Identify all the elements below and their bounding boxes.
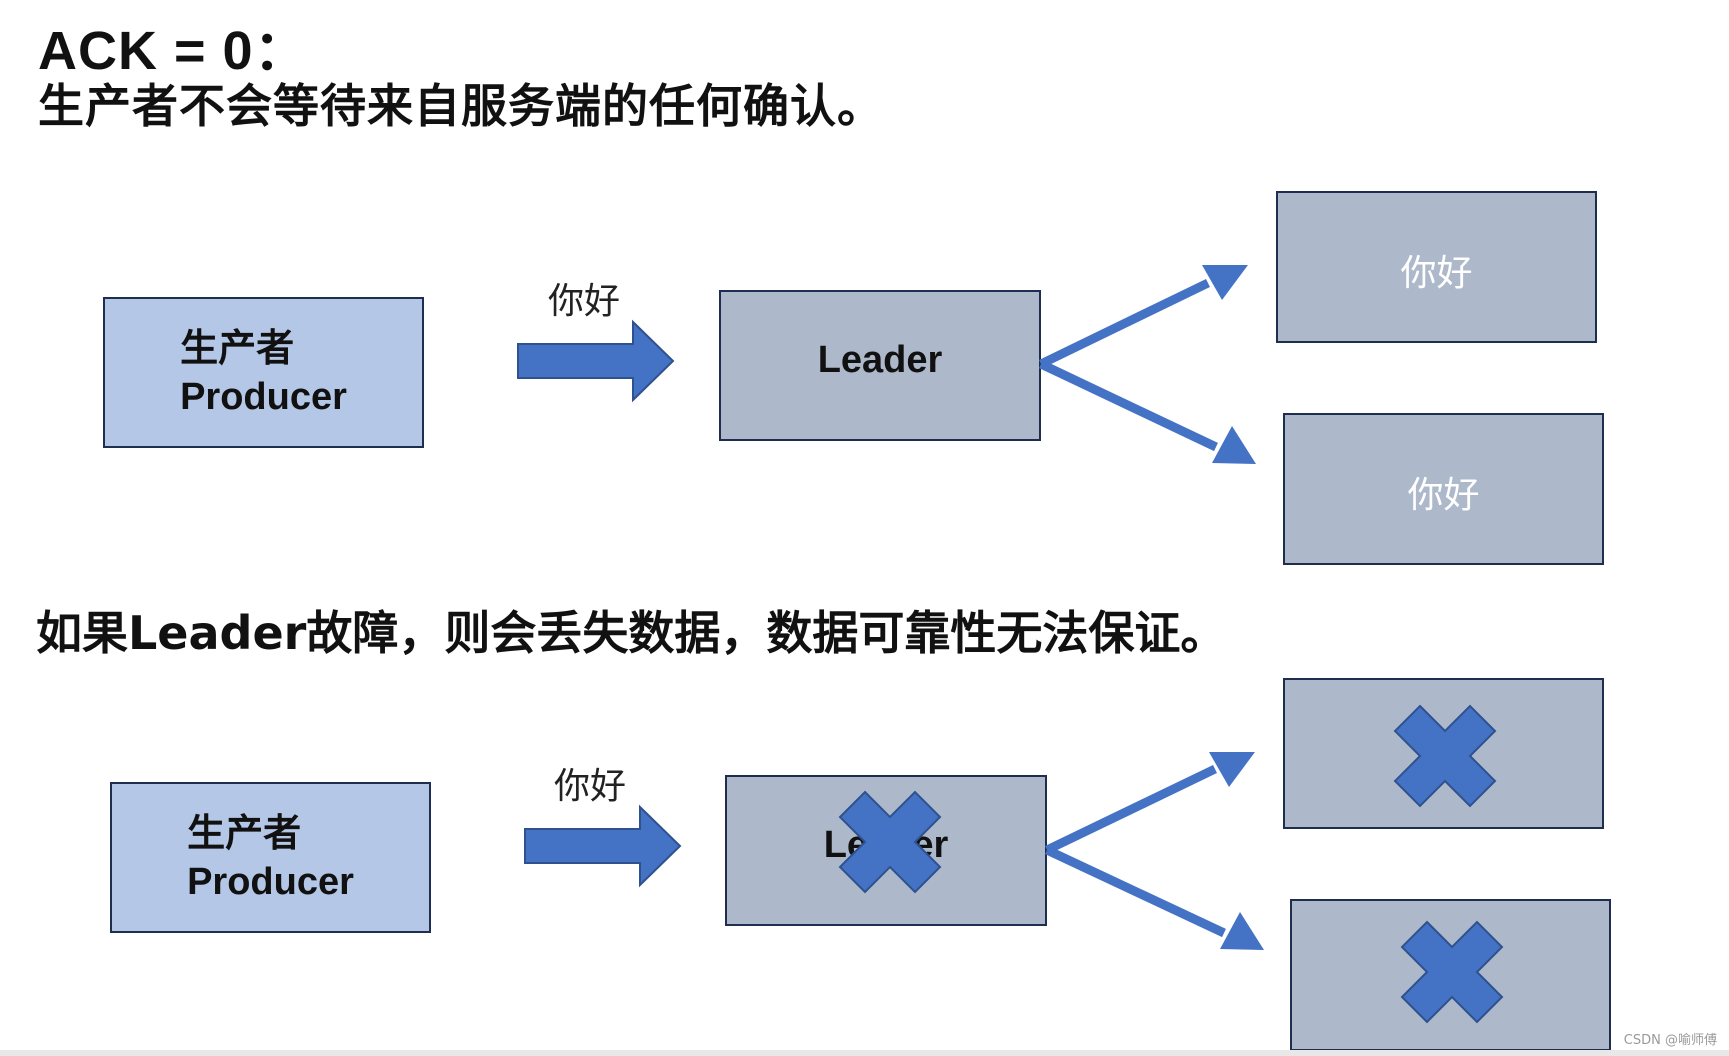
watermark: CSDN @喻师傅 [1623,1033,1717,1048]
leader-box-normal: Leader [719,290,1041,441]
leader-label: Leader [817,339,943,381]
follower-label-2: 你好 [1407,475,1480,516]
replication-arrows-normal [1039,265,1256,464]
follower-box-1: 你好 [1276,191,1597,343]
replication-arrows-failure [1045,752,1264,950]
failure-note: 如果Leader故障，则会丢失数据，数据可靠性无法保证。 [36,606,1227,660]
follower-box-2: 你好 [1283,413,1604,565]
producer-label-cn: 生产者 [180,327,295,370]
producer-label-en: Producer [180,375,347,418]
follower-label-1: 你好 [1400,253,1473,294]
producer-label-cn: 生产者 [187,812,302,855]
follower-box-3 [1283,678,1604,829]
message-label-failure: 你好 [554,766,627,807]
producer-box-normal: 生产者 Producer [103,297,424,448]
send-arrow-normal [517,319,675,403]
page-title: ACK = 0： [38,21,309,81]
leader-label: Leader [823,824,949,866]
producer-box-failure: 生产者 Producer [110,782,431,933]
follower-box-4 [1290,899,1611,1051]
leader-box-failure: Leader [725,775,1047,926]
producer-label-en: Producer [187,860,354,903]
send-arrow-failure [524,804,682,888]
bottom-bar [0,1050,1729,1056]
page-subtitle: 生产者不会等待来自服务端的任何确认。 [38,79,884,133]
message-label-normal: 你好 [548,281,621,322]
